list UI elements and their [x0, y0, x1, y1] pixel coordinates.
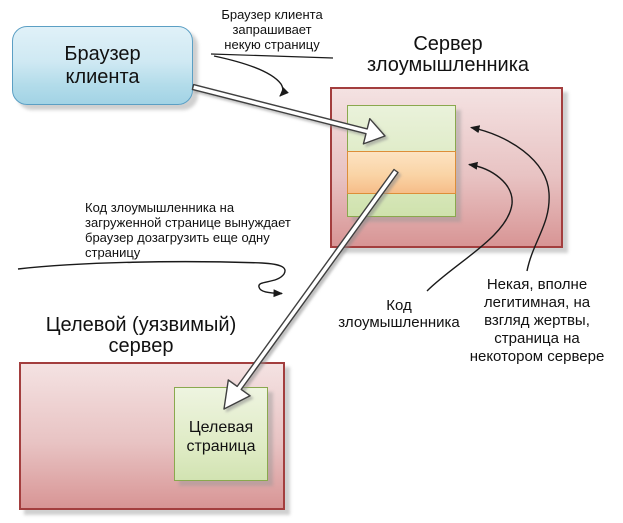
- target-page-box: Целевая страница: [174, 387, 268, 481]
- callout-arrow-forced-load: [17, 260, 286, 298]
- target-server-title: Целевой (уязвимый) сервер: [45, 314, 237, 357]
- client-browser-box: Браузер клиента: [12, 26, 193, 105]
- annotation-request: Браузер клиента запрашивает некую страни…: [221, 7, 323, 52]
- callout-arrow-request: [213, 55, 289, 97]
- attacker-server-title: Сервер злоумышленника: [366, 33, 530, 76]
- target-page-label: Целевая страница: [186, 419, 256, 455]
- attacker-server-box: [330, 87, 563, 248]
- malicious-code-band: [347, 151, 456, 194]
- label-legit-page: Некая, вполне легитимная, на взгляд жерт…: [469, 276, 605, 365]
- annotation-forced-load: Код злоумышленника на загруженной страни…: [85, 200, 291, 260]
- target-server-box: Целевая страница: [19, 362, 285, 510]
- client-browser-label: Браузер клиента: [64, 42, 141, 88]
- request-annotation-underline: [210, 53, 334, 59]
